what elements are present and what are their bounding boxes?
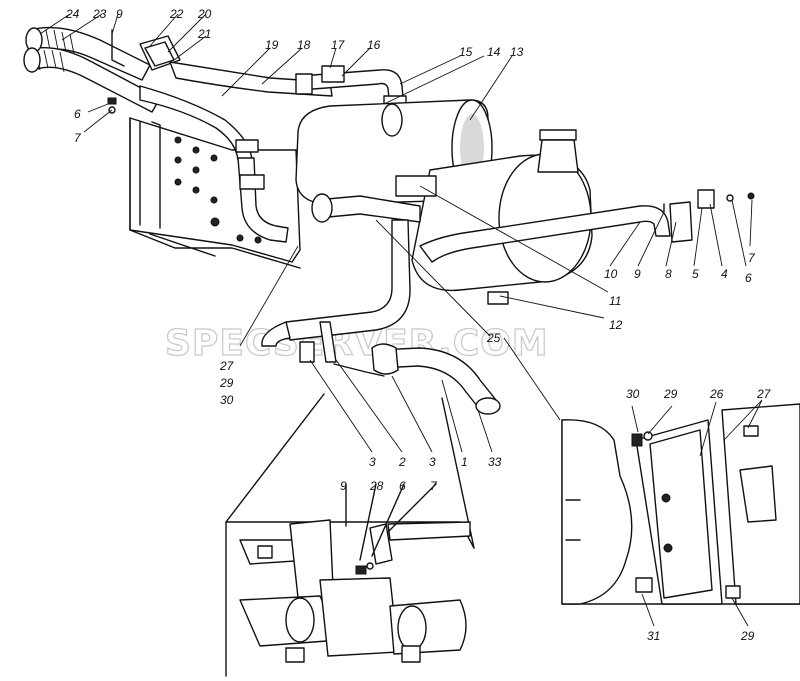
callout-30-right: 30 xyxy=(626,387,640,401)
callout-3-right: 3 xyxy=(429,455,436,469)
callout-10: 10 xyxy=(604,267,618,281)
detail-view-bracket xyxy=(225,393,475,677)
callout-31: 31 xyxy=(647,629,660,643)
callout-6-left: 6 xyxy=(74,107,81,121)
callout-30-left: 30 xyxy=(220,393,234,407)
callout-9-detail: 9 xyxy=(340,479,347,493)
callout-12: 12 xyxy=(609,318,623,332)
callout-20: 20 xyxy=(197,7,212,21)
callout-17: 17 xyxy=(331,38,346,52)
callout-16: 16 xyxy=(367,38,381,52)
callout-3-left: 3 xyxy=(369,455,376,469)
callout-24: 24 xyxy=(65,7,80,21)
muffler xyxy=(261,99,593,347)
callout-26: 26 xyxy=(709,387,724,401)
callout-19: 19 xyxy=(265,38,279,52)
callout-6-right: 6 xyxy=(745,271,752,285)
callout-7-left: 7 xyxy=(74,131,82,145)
detail-view-mount xyxy=(561,399,800,627)
callout-labels: 24 23 9 22 20 21 19 18 17 16 15 14 13 6 … xyxy=(65,7,772,643)
callout-4: 4 xyxy=(721,267,728,281)
callout-8: 8 xyxy=(665,267,672,281)
callout-9-right: 9 xyxy=(634,267,641,281)
callout-11: 11 xyxy=(609,294,621,308)
callout-6-detail: 6 xyxy=(399,479,406,493)
callout-7-right: 7 xyxy=(748,251,756,265)
tailpipe-right xyxy=(419,189,755,263)
callout-23: 23 xyxy=(92,7,107,21)
callout-29-left: 29 xyxy=(219,376,234,390)
callout-27-left: 27 xyxy=(219,359,235,373)
callout-33: 33 xyxy=(488,455,502,469)
callout-2: 2 xyxy=(398,455,406,469)
callout-29-right: 29 xyxy=(663,387,678,401)
callout-13: 13 xyxy=(510,45,524,59)
callout-9-top: 9 xyxy=(116,7,123,21)
intake-pipes xyxy=(23,26,407,243)
callout-25: 25 xyxy=(486,331,501,345)
frame-rail xyxy=(129,117,301,269)
callout-15: 15 xyxy=(459,45,473,59)
leader-lines xyxy=(39,13,753,453)
callout-28: 28 xyxy=(369,479,384,493)
lower-pipe xyxy=(299,321,501,415)
callout-29-bottom: 29 xyxy=(740,629,755,643)
callout-27-right: 27 xyxy=(756,387,772,401)
callout-7-detail: 7 xyxy=(430,479,438,493)
callout-18: 18 xyxy=(297,38,311,52)
callout-5: 5 xyxy=(692,267,699,281)
callout-21: 21 xyxy=(197,27,211,41)
callout-22: 22 xyxy=(169,7,184,21)
callout-14: 14 xyxy=(487,45,501,59)
callout-1: 1 xyxy=(461,455,468,469)
